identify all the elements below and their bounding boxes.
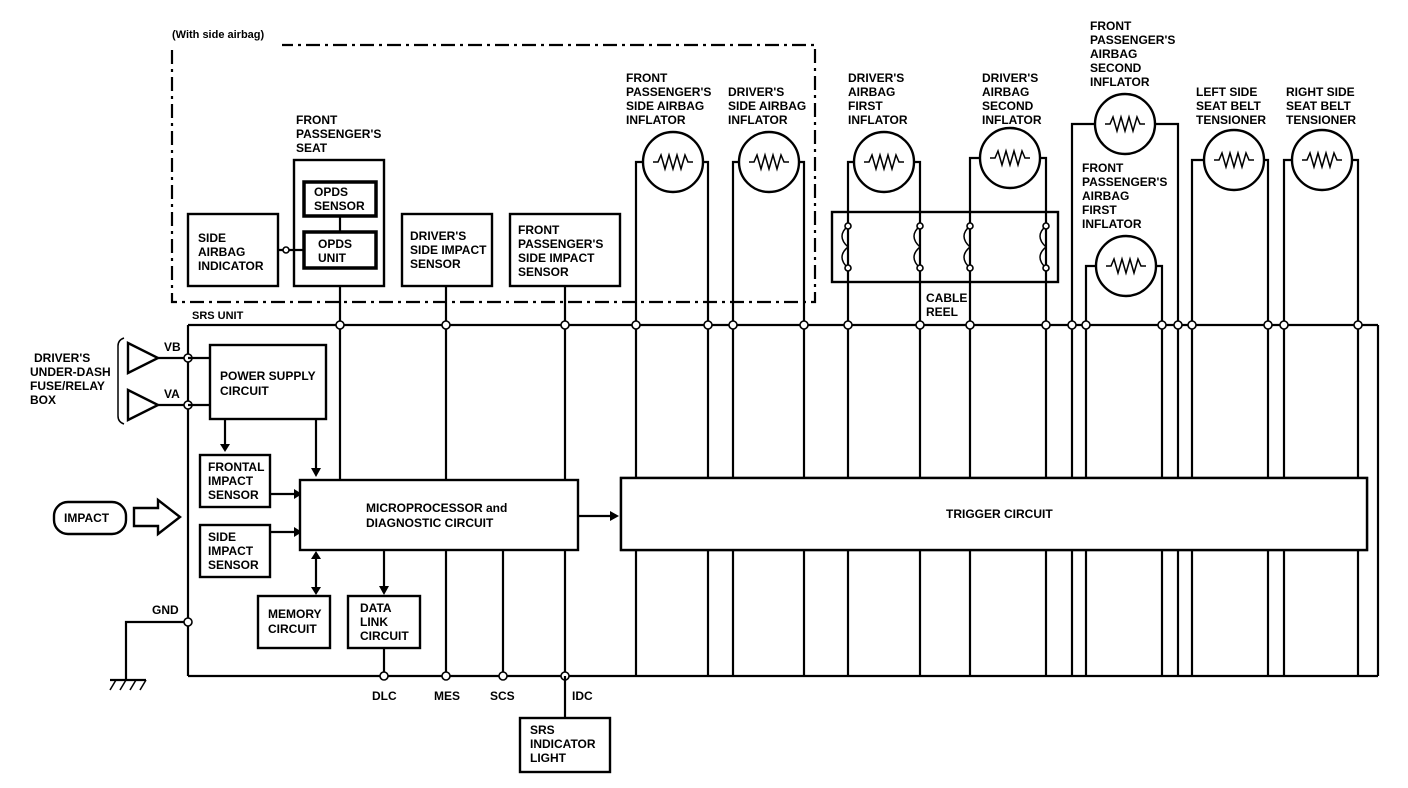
drv-airbag-second-inflator-icon — [978, 126, 1042, 190]
cable-reel-box — [830, 210, 1060, 284]
fuse-box-bracket — [117, 337, 125, 425]
side-airbag-indicator-label: SIDE AIRBAG INDICATOR — [198, 231, 264, 273]
side-impact-sensor-label: SIDE IMPACT SENSOR — [208, 530, 259, 572]
trigger-circuit-text: TRIGGER CIRCUIT — [946, 507, 1053, 521]
microprocessor-box — [298, 478, 580, 552]
fuse-relay-box: DRIVER'S UNDER-DASH FUSE/RELAY BOX — [30, 337, 188, 425]
right-tensioner-label: RIGHT SIDE SEAT BELT TENSIONER — [1286, 85, 1358, 127]
front-passenger-side-impact-sensor-box — [508, 212, 622, 288]
fp-airbag-second-inflator-icon — [1093, 92, 1157, 156]
gnd-label: GND — [152, 603, 179, 617]
cable-reel-label: CABLE REEL — [926, 291, 971, 319]
scs-label: SCS — [490, 689, 515, 703]
gnd-wire — [124, 620, 188, 680]
opds-sensor-label: OPDS SENSOR — [314, 185, 365, 213]
fuse-relay-box-label: DRIVER'S UNDER-DASH FUSE/RELAY BOX — [30, 351, 114, 407]
drivers-side-impact-sensor-label: DRIVER'S SIDE IMPACT SENSOR — [410, 229, 490, 271]
mes-label: MES — [434, 689, 460, 703]
impact-box — [52, 500, 128, 536]
gnd-terminal — [183, 617, 193, 627]
dlc-label: DLC — [372, 689, 397, 703]
fp-airbag-first-inflator-icon — [1094, 234, 1158, 298]
data-link-circuit-label: DATA LINK CIRCUIT — [360, 601, 409, 643]
srs-unit-connectors — [335, 320, 1363, 330]
front-passenger-side-impact-sensor-label: FRONT PASSENGER'S SIDE IMPACT SENSOR — [518, 223, 607, 279]
left-tensioner-icon — [1202, 128, 1266, 192]
srs-indicator-light-label: SRS INDICATOR LIGHT — [530, 723, 599, 765]
with-side-airbag-label: (With side airbag) — [172, 29, 265, 41]
frontal-impact-sensor-box — [198, 453, 272, 509]
drv-airbag-first-inflator-label: DRIVER'S AIRBAG FIRST INFLATOR — [848, 71, 908, 127]
dlc-terminal — [379, 671, 389, 681]
side-airbag-region-border — [170, 43, 817, 304]
data-link-circuit-box — [346, 594, 422, 650]
vb-label: VB — [164, 340, 181, 354]
mes-terminal — [441, 671, 451, 681]
right-tensioner-icon — [1290, 128, 1354, 192]
idc-label: IDC — [572, 689, 593, 703]
impact-label: IMPACT — [64, 511, 110, 525]
cable-reel-contacts — [841, 222, 1050, 272]
ground-symbol — [109, 678, 147, 691]
left-tensioner-label: LEFT SIDE SEAT BELT TENSIONER — [1196, 85, 1266, 127]
memory-circuit-box — [256, 594, 332, 650]
side-airbag-indicator-box — [186, 212, 280, 288]
trigger-circuit-cover — [619, 476, 1369, 552]
memory-circuit-label: MEMORY CIRCUIT — [268, 607, 325, 636]
fp-airbag-first-inflator-label: FRONT PASSENGER'S AIRBAG FIRST INFLATOR — [1082, 161, 1171, 231]
drv-airbag-first-inflator-icon — [852, 130, 916, 194]
front-passenger-seat-label: FRONT PASSENGER'S SEAT — [296, 113, 385, 155]
drv-side-airbag-inflator-label: DRIVER'S SIDE AIRBAG INFLATOR — [728, 85, 810, 127]
vb-triangle — [126, 341, 161, 375]
microprocessor-label: MICROPROCESSOR and DIAGNOSTIC CIRCUIT — [366, 501, 511, 530]
drivers-side-impact-sensor-box — [400, 212, 494, 288]
frontal-impact-sensor-label: FRONTAL IMPACT SENSOR — [208, 460, 268, 502]
fp-side-airbag-inflator-icon — [641, 130, 705, 194]
va-triangle — [126, 388, 161, 422]
drv-side-airbag-inflator-icon — [737, 130, 801, 194]
va-label: VA — [164, 387, 180, 401]
side-impact-sensor-box — [198, 523, 272, 579]
opds-unit-label: OPDS UNIT — [318, 237, 355, 265]
power-supply-box — [208, 343, 328, 421]
impact-arrow — [132, 497, 182, 537]
power-supply-label: POWER SUPPLY CIRCUIT — [220, 369, 319, 398]
fp-side-airbag-inflator-label: FRONT PASSENGER'S SIDE AIRBAG INFLATOR — [626, 71, 715, 127]
drv-airbag-second-inflator-label: DRIVER'S AIRBAG SECOND INFLATOR — [982, 71, 1042, 127]
srs-unit-label: SRS UNIT — [192, 310, 244, 322]
indicator-junction — [282, 246, 290, 254]
srs-indicator-light-box — [518, 716, 612, 774]
fp-airbag-second-inflator-label: FRONT PASSENGER'S AIRBAG SECOND INFLATOR — [1090, 19, 1179, 89]
scs-terminal — [498, 671, 508, 681]
